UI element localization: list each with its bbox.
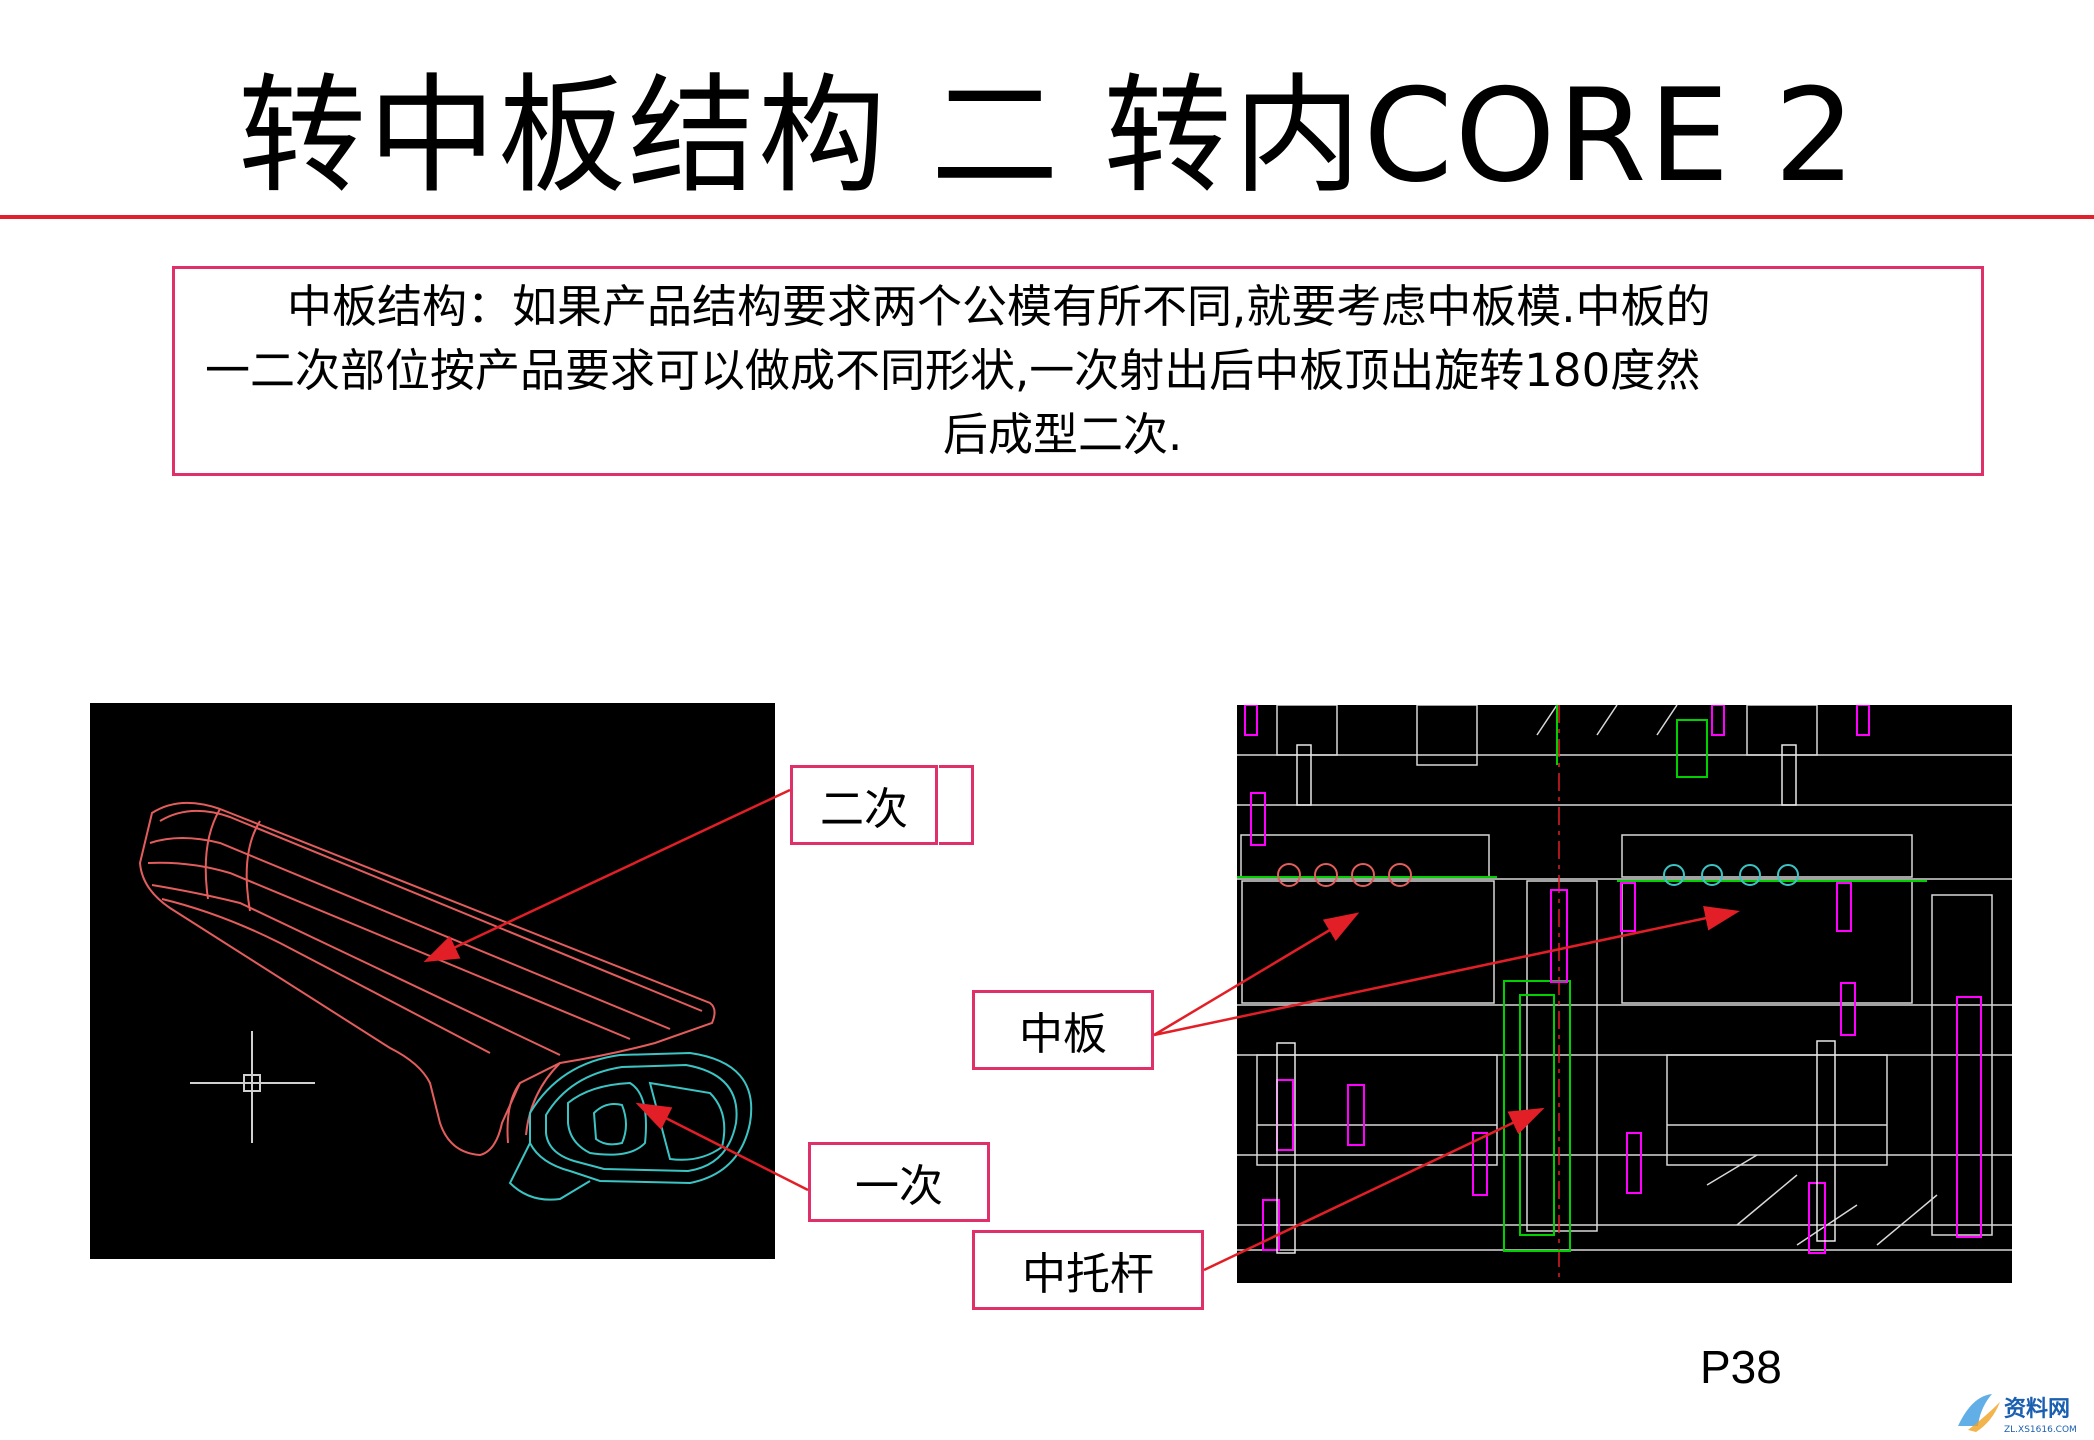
callout-middle-support-rod-label: 中托杆 <box>1022 1249 1154 1300</box>
callout-middle-support-rod: 中托杆 <box>972 1230 1204 1310</box>
page-number: P38 <box>1700 1341 1782 1393</box>
description-line-2: 一二次部位按产品要求可以做成不同形状,一次射出后中板顶出旋转180度然 <box>205 344 1701 397</box>
arrow-first-shot <box>635 1102 809 1192</box>
watermark-logo: 资料网 ZL.XS1616.COM <box>1952 1386 2094 1436</box>
arrow-second-shot <box>423 788 791 963</box>
watermark-brand: 资料网 <box>2004 1397 2070 1422</box>
arrow-middle-plate-left <box>1153 912 1360 1037</box>
callout-second-shot-tail <box>939 765 974 845</box>
callout-first-shot-label: 一次 <box>855 1161 943 1212</box>
slide-title: 转中板结构 二 转内CORE 2 <box>238 62 1858 211</box>
arrow-middle-support-rod <box>1203 1107 1545 1272</box>
callout-second-shot-label: 二次 <box>820 784 908 835</box>
product-wireframe-panel <box>90 703 775 1259</box>
watermark-url: ZL.XS1616.COM <box>2004 1425 2077 1435</box>
callout-first-shot: 一次 <box>808 1142 990 1222</box>
arrow-middle-plate-right <box>1153 905 1740 1037</box>
product-wireframe-drawing <box>138 801 753 1201</box>
callout-second-shot: 二次 <box>790 765 938 845</box>
callout-middle-plate-label: 中板 <box>1019 1009 1107 1060</box>
mold-section-panel <box>1237 705 2012 1283</box>
title-underline <box>0 215 2094 219</box>
description-box: 中板结构：如果产品结构要求两个公模有所不同,就要考虑中板模.中板的 一二次部位按… <box>172 266 1984 476</box>
crosshair-icon <box>190 1031 315 1143</box>
callout-middle-plate: 中板 <box>972 990 1154 1070</box>
watermark-logo-icon: 资料网 ZL.XS1616.COM <box>1958 1394 2077 1435</box>
description-line-1: 中板结构：如果产品结构要求两个公模有所不同,就要考虑中板模.中板的 <box>287 280 1711 333</box>
description-line-3: 后成型二次. <box>943 408 1183 461</box>
